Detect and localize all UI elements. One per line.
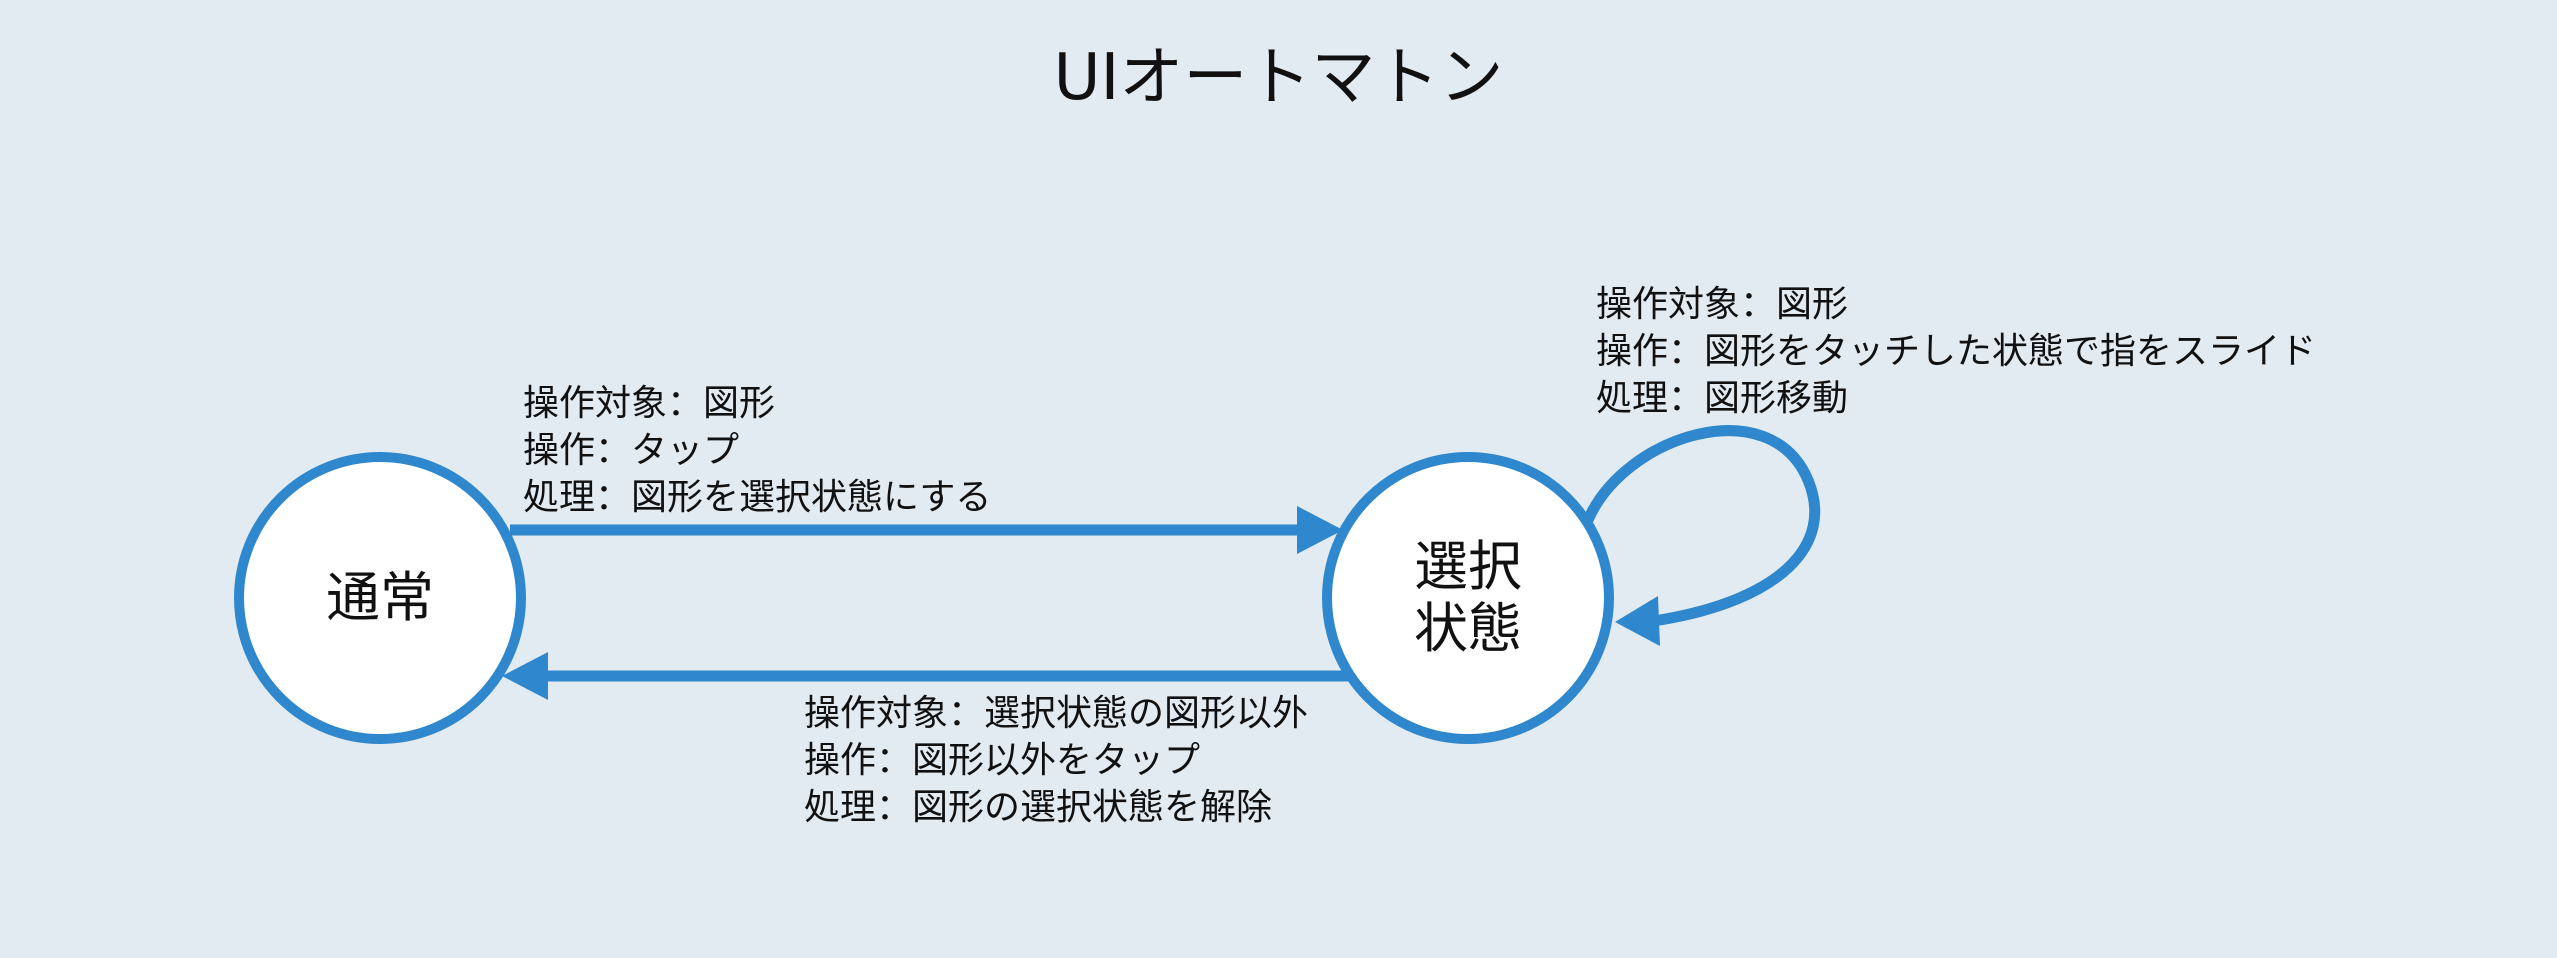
edge-move-process: 処理：図形移動 [1596, 378, 1849, 419]
edge-select-target: 操作対象：図形 [523, 383, 776, 424]
node-selected-text-line2: 状態 [1414, 597, 1522, 660]
edge-deselect-target: 操作対象：選択状態の図形以外 [804, 693, 1309, 734]
edge-deselect-label: 操作対象：選択状態の図形以外 操作：図形以外をタップ 処理：図形の選択状態を解除 [804, 690, 1308, 831]
edge-deselect-operation: 操作：図形以外をタップ [804, 740, 1201, 781]
node-normal-text: 通常 [326, 566, 434, 629]
diagram-title: UIオートマトン [1053, 41, 1504, 115]
node-normal-label: 通常 [260, 538, 500, 658]
edge-move-target: 操作対象：図形 [1596, 284, 1849, 325]
edge-move-loop [1582, 425, 1821, 626]
node-normal-circle [234, 452, 526, 744]
edge-deselect-arrowhead [502, 652, 548, 700]
node-selected-circle [1322, 452, 1614, 744]
edge-select-operation: 操作：タップ [523, 430, 740, 471]
edge-move-arrowhead [1615, 596, 1660, 646]
node-selected-text-line1: 選択 [1414, 535, 1522, 598]
edge-move-operation: 操作：図形をタッチした状態で指をスライド [1596, 331, 2317, 372]
edge-select-label: 操作対象：図形 操作：タップ 処理：図形を選択状態にする [523, 380, 991, 521]
edge-move-label: 操作対象：図形 操作：図形をタッチした状態で指をスライド 処理：図形移動 [1596, 281, 2316, 422]
edge-deselect-process: 処理：図形の選択状態を解除 [804, 787, 1273, 828]
edge-select-arrowhead [1297, 506, 1343, 554]
edge-select-process: 処理：図形を選択状態にする [523, 477, 992, 518]
node-selected-label: 選択 状態 [1348, 536, 1588, 660]
